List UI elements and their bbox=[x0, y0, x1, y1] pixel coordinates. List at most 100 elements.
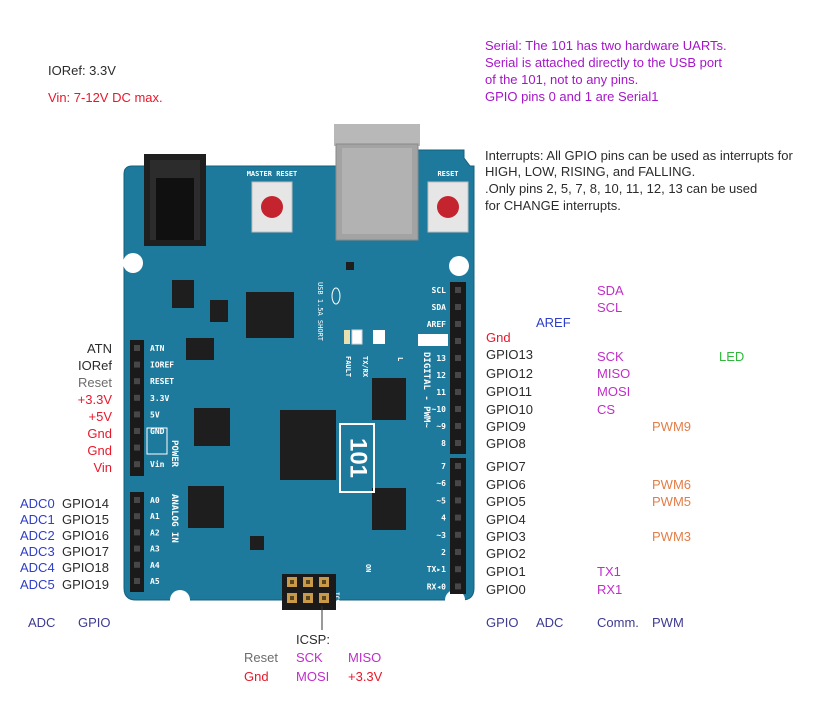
master-reset-button[interactable] bbox=[251, 181, 293, 233]
usb-silkscreen: USB 1.5A SHORT bbox=[316, 282, 324, 342]
gpio11-label: GPIO11 bbox=[486, 384, 533, 399]
board-logo-101: 101 bbox=[339, 423, 375, 493]
chip-small bbox=[373, 330, 385, 344]
adc-label: ADC2 bbox=[20, 528, 55, 543]
sda-label: SDA bbox=[597, 283, 624, 298]
header-pin-hole bbox=[455, 463, 461, 469]
chip-medium bbox=[246, 292, 294, 338]
icsp-pin-center bbox=[290, 596, 294, 600]
header-pin-hole bbox=[134, 545, 140, 552]
header-pin-hole bbox=[455, 355, 461, 361]
digital-pin-silkscreen: ~9 bbox=[436, 422, 446, 431]
legend-comm: Comm. bbox=[597, 615, 639, 630]
header-pin-hole bbox=[134, 345, 140, 351]
icsp-silkscreen: ICSP bbox=[333, 592, 340, 607]
header-pin-hole bbox=[134, 394, 140, 401]
mosi-label: MOSI bbox=[597, 384, 631, 399]
digital-pin-silkscreen: ~3 bbox=[436, 531, 446, 540]
gpio-label: GPIO15 bbox=[62, 512, 109, 527]
serial-note-line: GPIO pins 0 and 1 are Serial1 bbox=[485, 89, 659, 104]
icsp-pin-center bbox=[322, 596, 326, 600]
header-pin-hole bbox=[455, 389, 461, 395]
header-pin-hole bbox=[455, 531, 461, 538]
digital-pin-silkscreen: 7 bbox=[441, 462, 446, 471]
digital-pin-silkscreen: 4 bbox=[441, 514, 446, 523]
digital-pin-silkscreen: ~10 bbox=[432, 405, 447, 414]
mounting-hole bbox=[445, 590, 465, 610]
chip-small bbox=[372, 488, 406, 530]
serial-note-line: Serial is attached directly to the USB p… bbox=[485, 55, 723, 70]
power-pin-label: +3.3V bbox=[77, 392, 112, 407]
analog-pin-silkscreen: A0 bbox=[150, 496, 160, 505]
chip-small bbox=[186, 338, 214, 360]
power-silkscreen: POWER bbox=[169, 440, 179, 468]
gnd-pin-box bbox=[418, 334, 448, 346]
power-pin-label: IORef bbox=[78, 358, 112, 373]
fault-silkscreen: FAULT bbox=[344, 356, 352, 377]
power-pin-label: Reset bbox=[78, 375, 112, 390]
gpio-label: GPIO18 bbox=[62, 560, 109, 575]
icsp-gnd: Gnd bbox=[244, 669, 269, 684]
digital-header-bottom bbox=[450, 458, 466, 594]
mounting-hole bbox=[449, 256, 469, 276]
header-pin-hole bbox=[455, 480, 461, 487]
power-pin-label: Gnd bbox=[87, 426, 112, 441]
adc-label: ADC4 bbox=[20, 560, 55, 575]
icsp-pin-center bbox=[306, 580, 310, 584]
chip-small bbox=[210, 300, 228, 322]
header-pin-hole bbox=[134, 497, 140, 503]
analog-pin-silkscreen: A2 bbox=[150, 528, 160, 537]
header-pin-hole bbox=[455, 440, 461, 446]
adc-label: ADC1 bbox=[20, 512, 55, 527]
aref-label: AREF bbox=[536, 315, 571, 330]
pwm6-label: PWM6 bbox=[652, 477, 691, 492]
power-pin-silkscreen: 5V bbox=[150, 410, 160, 419]
serial-note-line: Serial: The 101 has two hardware UARTs. bbox=[485, 38, 727, 53]
gpio-label: GPIO19 bbox=[62, 577, 109, 592]
master-reset-silkscreen: MASTER RESET bbox=[247, 170, 298, 178]
digital-pin-silkscreen: ~6 bbox=[436, 479, 446, 488]
analog-pin-silkscreen: A1 bbox=[150, 512, 160, 521]
legend-pwm: PWM bbox=[652, 615, 684, 630]
mounting-hole bbox=[170, 590, 190, 610]
header-pin-hole bbox=[455, 497, 461, 504]
digital-pin-silkscreen: 11 bbox=[436, 388, 446, 397]
icsp-pin-center bbox=[322, 580, 326, 584]
power-header bbox=[130, 340, 144, 476]
reset-button[interactable] bbox=[427, 181, 469, 233]
power-pin-label: +5V bbox=[88, 409, 113, 424]
power-pin-label: Gnd bbox=[87, 443, 112, 458]
header-pin-hole bbox=[134, 513, 140, 520]
icsp-mosi: MOSI bbox=[296, 669, 330, 684]
chip-small bbox=[172, 280, 194, 308]
chip-small bbox=[344, 330, 350, 344]
gpio10-label: GPIO10 bbox=[486, 402, 533, 417]
icsp-title: ICSP: bbox=[296, 632, 330, 647]
gpio-label: GPIO14 bbox=[62, 496, 109, 511]
adc-label: ADC5 bbox=[20, 577, 55, 592]
digital-pin-silkscreen: 13 bbox=[436, 354, 446, 363]
adc-label: ADC0 bbox=[20, 496, 55, 511]
dc-power-jack bbox=[144, 154, 206, 246]
board-model-label: 101 bbox=[345, 438, 372, 478]
icsp-3v3: +3.3V bbox=[348, 669, 383, 684]
rx1-label: RX1 bbox=[597, 582, 623, 597]
gpio8-label: GPIO8 bbox=[486, 436, 526, 451]
digital-pin-silkscreen: AREF bbox=[427, 320, 446, 329]
icsp-pin-center bbox=[290, 580, 294, 584]
header-pin-hole bbox=[455, 566, 461, 573]
analog-pin-silkscreen: A5 bbox=[150, 577, 160, 586]
gpio4-label: GPIO4 bbox=[486, 512, 526, 527]
power-pin-silkscreen: GND bbox=[150, 427, 165, 436]
on-silkscreen: ON bbox=[364, 564, 372, 572]
pwm9-label: PWM9 bbox=[652, 419, 691, 434]
icsp-miso: MISO bbox=[348, 650, 382, 665]
interrupts-note-line: HIGH, LOW, RISING, and FALLING. bbox=[485, 164, 696, 179]
digital-pin-silkscreen: TX▸1 bbox=[427, 565, 446, 574]
reset-silkscreen: RESET bbox=[437, 170, 458, 178]
left-legend-adc: ADC bbox=[28, 615, 56, 630]
led-l-silkscreen: L bbox=[396, 357, 404, 361]
tx1-label: TX1 bbox=[597, 564, 621, 579]
chip-small bbox=[250, 536, 264, 550]
header-pin-hole bbox=[134, 361, 140, 368]
